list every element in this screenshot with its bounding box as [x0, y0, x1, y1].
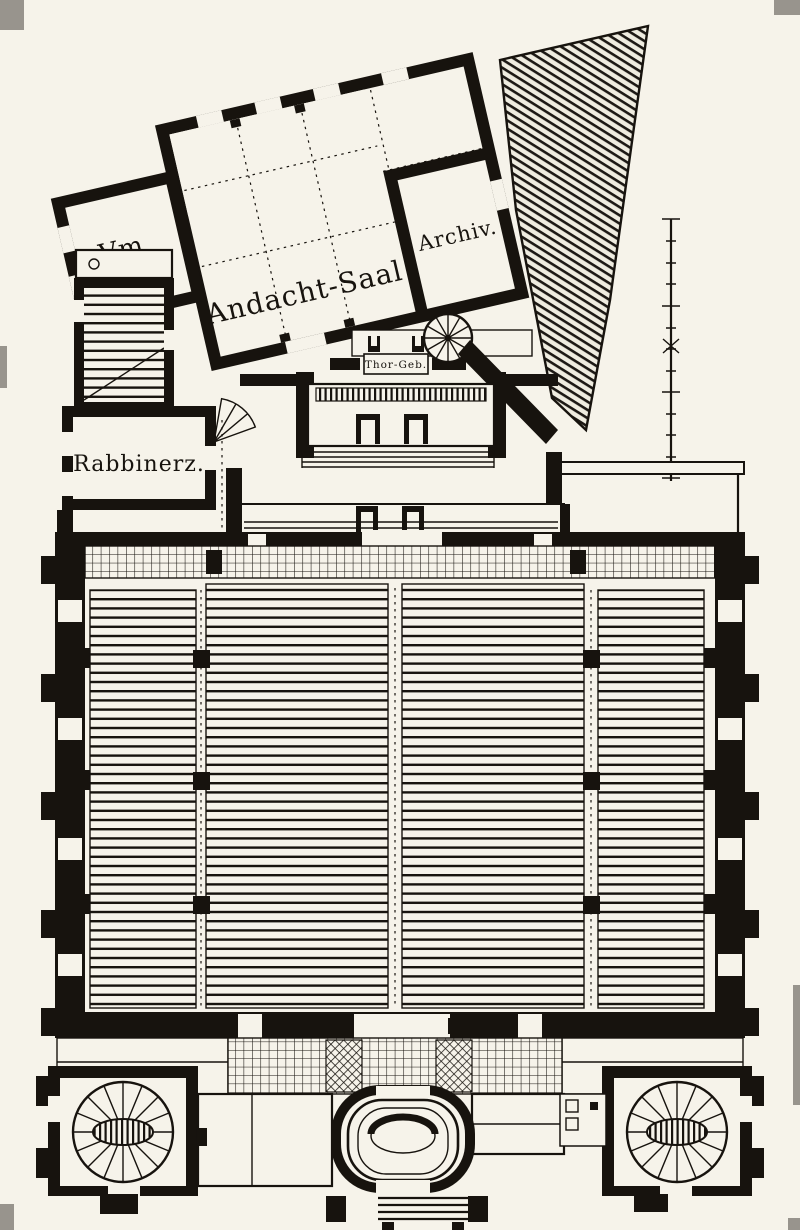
room-archiv: [397, 160, 515, 309]
right-buttresses: [745, 556, 759, 1036]
annex-small-room: [74, 248, 174, 280]
neighbor-building-hatch: [498, 24, 650, 433]
annex-staircase: [84, 288, 164, 402]
entrance-porch: [331, 1085, 475, 1194]
utility-detail: [559, 1093, 607, 1147]
annex-column: [88, 258, 100, 270]
aisle-lines: [200, 588, 592, 1008]
scale-bar: [662, 218, 680, 481]
room-rabbinerzimmer: [73, 417, 205, 499]
thor-geb-box: [363, 353, 429, 375]
scale-cross-mark: [662, 338, 680, 354]
entrance-block: [36, 1037, 764, 1230]
left-buttresses: [41, 556, 55, 1036]
room-andacht-saal: [169, 89, 416, 357]
right-pilasters: [703, 648, 715, 914]
pew-bank-left: [89, 589, 197, 1009]
spiral-stair-small: [422, 312, 474, 364]
wing-pilasters: [229, 103, 356, 343]
vestibule-checkered-floor: [227, 1037, 563, 1095]
fan-stair: [213, 397, 257, 443]
entrance-steps: [100, 1194, 668, 1230]
left-flank-room: [196, 1092, 334, 1188]
ceiling-dotted-lines: [184, 89, 483, 340]
main-hall: [41, 530, 759, 1038]
diagonal-wall: [458, 340, 558, 444]
left-stair-tower: [36, 1066, 198, 1196]
ark-platform: [240, 372, 558, 468]
right-terrace: [555, 461, 745, 475]
room-label-thor-geb: Thor-Geb.: [365, 359, 427, 371]
right-stair-tower: [602, 1066, 764, 1196]
left-annex: Rabbinerz.: [57, 248, 223, 544]
pew-bank-center-left: [205, 583, 389, 1009]
hall-columns: [193, 650, 600, 914]
pew-bank-center-right: [401, 583, 585, 1009]
pew-bank-right: [597, 589, 705, 1009]
room-label-rabbinerzimmer: Rabbinerz.: [73, 452, 205, 477]
checkered-floor-strip: [84, 545, 716, 579]
